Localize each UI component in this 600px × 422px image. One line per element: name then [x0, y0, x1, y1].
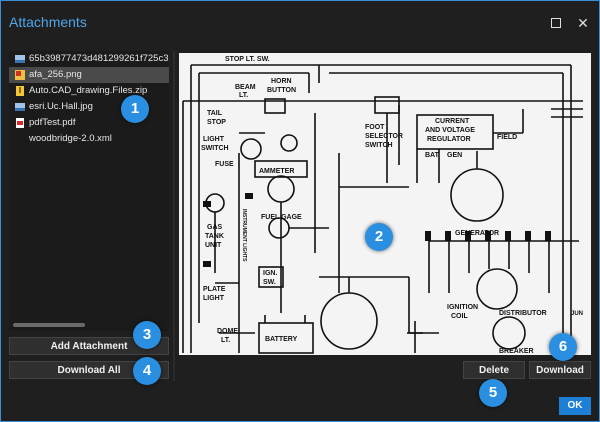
delete-button[interactable]: Delete [463, 361, 525, 379]
attachment-name: esri.Uc.Hall.jpg [29, 101, 93, 112]
attachment-name: woodbridge-2.0.xml [29, 133, 112, 144]
list-item[interactable]: esri.Uc.Hall.jpg [9, 99, 169, 115]
schematic-label: FUSE [215, 161, 234, 168]
schematic-label: SW. [263, 279, 276, 286]
divider [173, 51, 175, 381]
schematic-label: SWITCH [201, 145, 229, 152]
list-item[interactable]: 65b39877473d481299261f725c321c [9, 51, 169, 67]
schematic-label: INSTRUMENT LIGHTS [241, 209, 247, 262]
schematic-label: FUEL GAGE [261, 214, 302, 221]
schematic-label: IGN. [263, 270, 277, 277]
close-icon[interactable]: ✕ [577, 15, 589, 31]
schematic-label: SWITCH [365, 142, 393, 149]
attachment-name: afa_256.png [29, 69, 82, 80]
schematic-label: AND VOLTAGE [425, 127, 475, 134]
download-button[interactable]: Download [529, 361, 591, 379]
image-file-icon [15, 70, 25, 80]
dialog-title: Attachments [9, 14, 87, 30]
schematic-label: SELECTOR [365, 133, 403, 140]
image-file-icon [15, 55, 25, 63]
schematic-label: LIGHT [203, 295, 225, 302]
schematic-label: GEN [447, 152, 462, 159]
schematic-label: STOP [207, 119, 226, 126]
schematic-label: BREAKER [499, 348, 534, 355]
schematic-label: LT. [221, 337, 230, 344]
attachment-list[interactable]: 65b39877473d481299261f725c321c afa_256.p… [9, 51, 169, 331]
list-item[interactable]: pdfTest.pdf [9, 115, 169, 131]
schematic-label: PLATE [203, 286, 226, 293]
add-attachment-button[interactable]: Add Attachment [9, 337, 169, 355]
callout-badge: 4 [133, 357, 161, 385]
callout-badge: 2 [365, 223, 393, 251]
schematic-label: DOME [217, 328, 238, 335]
schematic-label: IGNITION [447, 304, 478, 311]
schematic-label: BATTERY [265, 336, 298, 343]
schematic-label: COIL [451, 313, 468, 320]
schematic-label: BAT [425, 152, 440, 159]
schematic-label: CURRENT [435, 118, 470, 125]
callout-badge: 5 [479, 379, 507, 407]
schematic-label: REGULATOR [427, 136, 471, 143]
list-item[interactable]: woodbridge-2.0.xml [9, 131, 169, 147]
callout-badge: 3 [133, 321, 161, 349]
maximize-icon[interactable] [548, 15, 564, 31]
schematic-label: DISTRIBUTOR [499, 310, 547, 317]
schematic-label: JUN [571, 311, 583, 317]
schematic-label: STOP LT. SW. [225, 56, 270, 63]
schematic-label: AMMETER [259, 168, 294, 175]
attachment-name: 65b39877473d481299261f725c321c [29, 53, 169, 64]
ok-button[interactable]: OK [559, 397, 591, 415]
schematic-label: GENERATOR [455, 230, 499, 237]
attachment-preview: STOP LT. SW. BEAM LT. HORN BUTTON TAIL S… [179, 53, 591, 355]
schematic-label: LT. [239, 92, 248, 99]
callout-badge: 6 [549, 333, 577, 361]
zip-file-icon [16, 86, 24, 96]
schematic-label: TANK [205, 233, 224, 240]
image-file-icon [15, 103, 25, 111]
schematic-label: BEAM [235, 84, 256, 91]
schematic-label: BUTTON [267, 87, 296, 94]
callout-badge: 1 [121, 95, 149, 123]
horizontal-scrollbar[interactable] [13, 323, 85, 327]
list-item[interactable]: afa_256.png [9, 67, 169, 83]
schematic-label: FOOT [365, 124, 385, 131]
title-bar: Attachments ✕ [1, 1, 599, 45]
schematic-label: LIGHT [203, 136, 225, 143]
attachment-name: pdfTest.pdf [29, 117, 76, 128]
schematic-label: UNIT [205, 242, 222, 249]
list-item[interactable]: Auto.CAD_drawing.Files.zip [9, 83, 169, 99]
schematic-label: GAS [207, 224, 223, 231]
attachment-name: Auto.CAD_drawing.Files.zip [29, 85, 148, 96]
schematic-label: FIELD [497, 134, 517, 141]
schematic-label: HORN [271, 78, 292, 85]
schematic-label: TAIL [207, 110, 223, 117]
download-all-button[interactable]: Download All [9, 361, 169, 379]
pdf-file-icon [16, 118, 24, 128]
wiring-diagram-image: STOP LT. SW. BEAM LT. HORN BUTTON TAIL S… [179, 53, 591, 355]
